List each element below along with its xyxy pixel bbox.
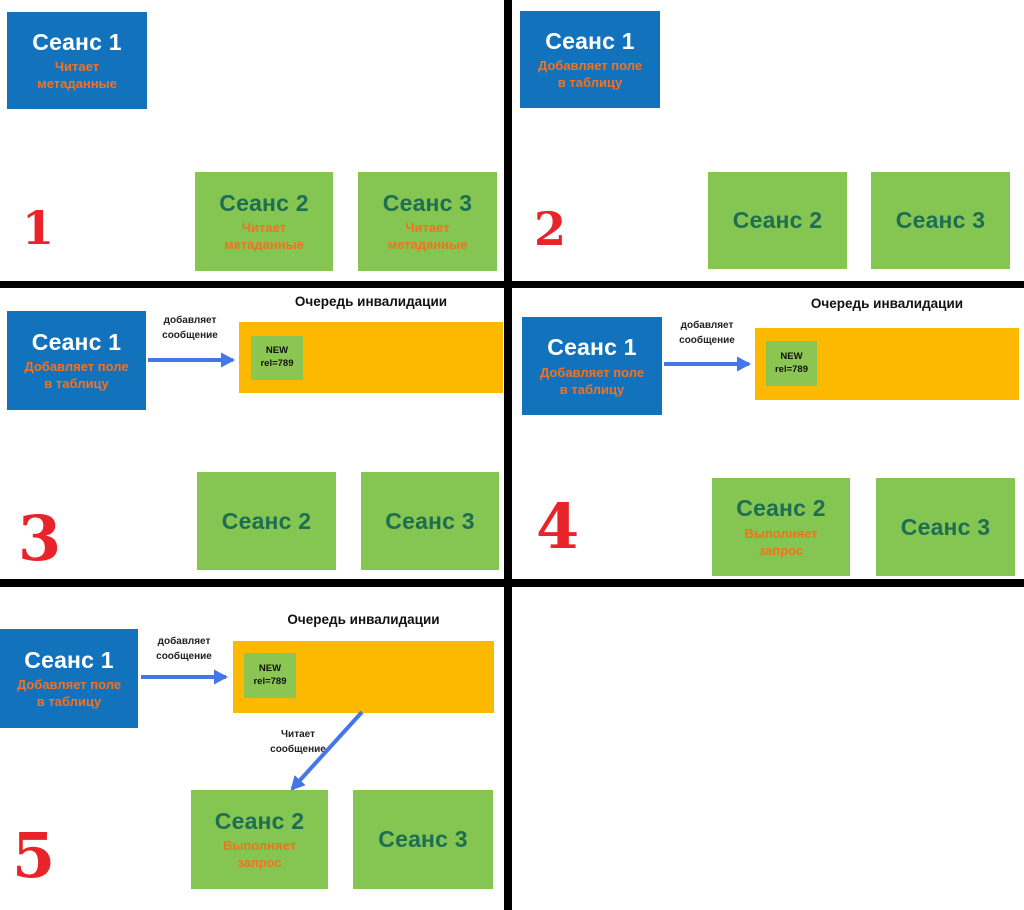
session-action-label: Читает метаданные — [387, 220, 468, 253]
session-title: Сеанс 3 — [900, 513, 991, 540]
session-title: Сеанс 1 — [545, 27, 635, 54]
session-action-label: Добавляет поле в таблицу — [539, 364, 645, 397]
invalidation-queue: NEW rel=789 — [233, 641, 494, 713]
session-title: Сеанс 1 — [547, 334, 637, 361]
session-title: Сеанс 3 — [385, 507, 475, 534]
invalidation-queue-title: Очередь инвалидации — [810, 296, 964, 311]
session-title: Сеанс 2 — [214, 807, 305, 834]
panel-divider-vertical — [504, 0, 512, 910]
session-title: Сеанс 2 — [219, 189, 309, 216]
read-message-label: Читает сообщение — [270, 729, 326, 755]
session-2-box: Сеанс 2 — [708, 172, 847, 269]
session-action-label: Выполняет запрос — [744, 525, 818, 558]
session-title: Сеанс 1 — [32, 28, 122, 55]
invalidation-queue-title: Очередь инвалидации — [287, 612, 440, 627]
step-number: 1 — [22, 201, 55, 255]
step-number: 2 — [534, 202, 567, 256]
session-2-box: Сеанс 2 Выполняет запрос — [712, 478, 850, 576]
session-action-label: Добавляет поле в таблицу — [24, 359, 129, 392]
session-title: Сеанс 2 — [221, 507, 312, 534]
add-message-label: добавляет сообщение — [156, 636, 212, 662]
session-title: Сеанс 2 — [736, 495, 826, 522]
session-title: Сеанс 1 — [24, 646, 114, 673]
invalidation-queue: NEW rel=789 — [755, 328, 1019, 400]
session-2-box: Сеанс 2 Читает метаданные — [195, 172, 333, 271]
session-3-box: Сеанс 3 — [871, 172, 1010, 269]
panel-step-4: Очередь инвалидации Сеанс 1 Добавляет по… — [512, 288, 1024, 579]
add-message-label: добавляет сообщение — [162, 315, 218, 341]
panel-step-3: Очередь инвалидации Сеанс 1 Добавляет по… — [0, 288, 504, 579]
session-action-label: Выполняет запрос — [222, 838, 297, 871]
session-action-label: Читает метаданные — [37, 59, 117, 92]
panel-step-5: Очередь инвалидации Сеанс 1 Добавляет по… — [0, 587, 504, 910]
session-title: Сеанс 1 — [31, 328, 122, 355]
session-1-box: Сеанс 1 Добавляет поле в таблицу — [0, 629, 138, 728]
session-action-label: Добавляет поле в таблицу — [537, 58, 643, 91]
session-1-box: Сеанс 1 Добавляет поле в таблицу — [520, 11, 660, 108]
panel-divider-horizontal-1 — [0, 281, 1024, 288]
session-title: Сеанс 3 — [895, 207, 986, 234]
session-1-box: Сеанс 1 Добавляет поле в таблицу — [7, 311, 146, 410]
session-action-label: Добавляет поле в таблицу — [16, 677, 122, 710]
step-number: 5 — [12, 819, 56, 892]
session-title: Сеанс 3 — [382, 189, 473, 216]
session-title: Сеанс 2 — [732, 207, 823, 234]
session-3-box: Сеанс 3 — [361, 472, 499, 570]
session-3-box: Сеанс 3 — [876, 478, 1015, 576]
session-2-box: Сеанс 2 Выполняет запрос — [191, 790, 328, 889]
queue-message-box: NEW rel=789 — [766, 341, 817, 386]
session-3-box: Сеанс 3 Читает метаданные — [358, 172, 497, 271]
panel-step-1: Сеанс 1 Читает метаданные Сеанс 2 Читает… — [0, 0, 504, 281]
step-number: 3 — [18, 502, 62, 575]
panel-divider-horizontal-2 — [0, 579, 1024, 587]
panel-step-2: Сеанс 1 Добавляет поле в таблицу Сеанс 2… — [512, 0, 1024, 281]
session-3-box: Сеанс 3 — [353, 790, 493, 889]
session-action-label: Читает метаданные — [224, 220, 304, 253]
session-2-box: Сеанс 2 — [197, 472, 336, 570]
invalidation-queue: NEW rel=789 — [239, 322, 503, 393]
session-title: Сеанс 3 — [378, 826, 468, 853]
add-message-label: добавляет сообщение — [679, 320, 735, 346]
queue-message-box: NEW rel=789 — [244, 653, 296, 698]
invalidation-queue-title: Очередь инвалидации — [294, 294, 448, 309]
step-number: 4 — [536, 490, 580, 563]
panel-empty — [512, 587, 1024, 910]
session-1-box: Сеанс 1 Добавляет поле в таблицу — [522, 317, 662, 415]
queue-message-box: NEW rel=789 — [251, 336, 303, 380]
session-1-box: Сеанс 1 Читает метаданные — [7, 12, 147, 109]
